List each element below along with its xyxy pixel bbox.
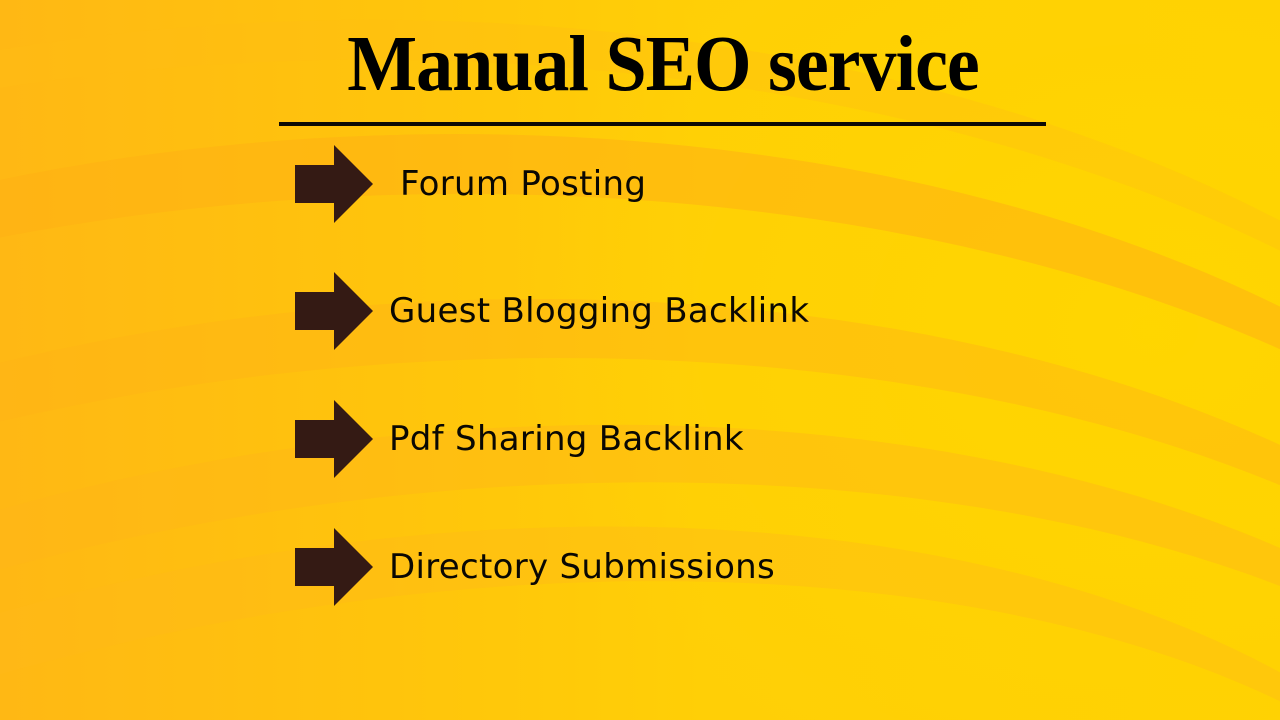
arrow-right-icon [295,400,373,478]
page-title: Manual SEO service [347,19,980,109]
list-item-guest-blogging: Guest Blogging Backlink [295,272,809,350]
list-item-label: Forum Posting [400,164,647,204]
list-item-label: Guest Blogging Backlink [389,291,810,331]
list-item-directory-submissions: Directory Submissions [295,528,775,606]
arrow-right-icon [295,272,373,350]
arrow-right-icon [295,145,373,223]
list-item-forum-posting: Forum Posting [295,145,646,223]
list-item-label: Pdf Sharing Backlink [389,419,744,459]
arrow-right-icon [295,528,373,606]
list-item-label: Directory Submissions [389,547,776,587]
list-item-pdf-sharing: Pdf Sharing Backlink [295,400,744,478]
title-divider [279,122,1046,126]
